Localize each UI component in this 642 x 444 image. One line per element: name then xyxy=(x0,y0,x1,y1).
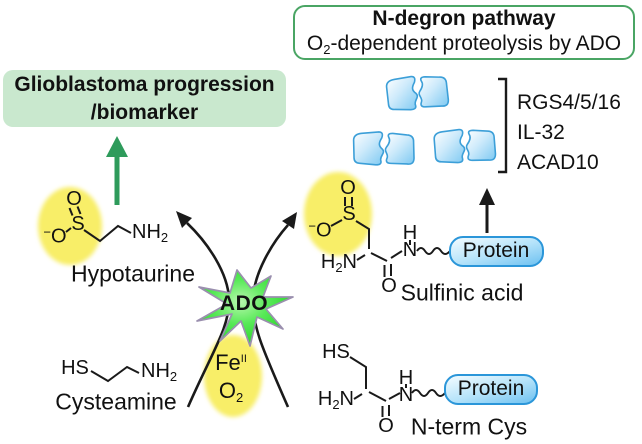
sulfinic-highlight xyxy=(304,172,372,256)
hypotaurine-nh2-group: NH2 xyxy=(132,221,169,245)
wavy-bond-sulfinic xyxy=(416,247,451,255)
hypotaurine-o-atom: O xyxy=(66,188,82,210)
progression-arrow xyxy=(106,136,128,205)
ndegron-subtitle-rest: -dependent proteolysis by ADO xyxy=(330,31,622,55)
target-protein-il32: IL-32 xyxy=(517,121,565,144)
nterm-carbonyl-o-atom: O xyxy=(378,415,394,437)
oxygen-label: O2 xyxy=(218,378,244,405)
protein-fragment-1 xyxy=(385,73,450,112)
iron-label: FeII xyxy=(215,350,247,375)
protein-label-nterm: Protein xyxy=(457,377,525,400)
cysteamine-hs-group: HS xyxy=(61,357,89,379)
target-bracket xyxy=(498,77,508,174)
reaction-arrowhead-left xyxy=(176,211,192,228)
hypotaurine-label: Hypotaurine xyxy=(70,260,196,287)
sulfinic-o-minus-atom: −O xyxy=(308,218,332,242)
enzyme-ado-label: ADO xyxy=(219,292,269,315)
hypotaurine-bonds xyxy=(65,206,132,243)
nterm-amide-h-atom: H xyxy=(398,367,414,389)
ndegron-subtitle-o: O xyxy=(306,31,324,55)
hypotaurine-highlight xyxy=(38,187,102,265)
sulfinic-bonds xyxy=(330,197,451,277)
ndegron-subtitle-sub: 2 xyxy=(323,41,331,57)
sulfinic-amide-n-atom: N xyxy=(402,239,418,261)
ndegron-title: N-degron pathway xyxy=(372,7,556,31)
glioblastoma-line2: /biomarker xyxy=(90,100,199,124)
reaction-arrowhead-right xyxy=(282,212,297,229)
cysteamine-label: Cysteamine xyxy=(55,388,177,415)
proteolysis-arrow xyxy=(479,188,495,233)
nterm-cys-label: N-term Cys xyxy=(410,413,528,440)
sulfinic-o-atom: O xyxy=(340,177,356,199)
protein-fragment-3 xyxy=(433,128,497,164)
enzyme-star xyxy=(196,269,294,347)
sulfinic-h2n-group: H2N xyxy=(320,251,357,275)
protein-label-sulfinic: Protein xyxy=(462,239,530,262)
protein-box-sulfinic xyxy=(449,236,544,267)
target-protein-list: RGS4/5/16 IL-32 ACAD10 xyxy=(517,88,621,178)
sulfinic-s-atom: S xyxy=(342,203,356,225)
target-protein-acad10: ACAD10 xyxy=(517,151,599,174)
degraded-protein-fragments xyxy=(351,73,497,167)
hypotaurine-o-minus-atom: −O xyxy=(43,224,67,248)
protein-fragment-2 xyxy=(351,130,416,167)
target-protein-rgs: RGS4/5/16 xyxy=(517,91,621,114)
cysteamine-nh2-group: NH2 xyxy=(141,360,178,384)
wavy-bond-nterm xyxy=(411,389,446,397)
hypotaurine-s-atom: S xyxy=(71,213,85,235)
nterm-hs-group: HS xyxy=(322,341,350,363)
ndegron-pathway-box: N-degron pathway O2-dependent proteolysi… xyxy=(293,5,635,60)
glioblastoma-line1: Glioblastoma progression xyxy=(14,73,275,97)
nterm-h2n-group: H2N xyxy=(317,388,354,412)
nterm-bonds xyxy=(349,356,446,417)
protein-box-nterm xyxy=(444,374,538,405)
sulfinic-acid-label: Sulfinic acid xyxy=(400,279,524,306)
nterm-amide-n-atom: N xyxy=(398,384,414,406)
cofactor-highlight xyxy=(204,335,262,417)
ndegron-subtitle: O2-dependent proteolysis by ADO xyxy=(307,32,621,58)
sulfinic-carbonyl-o-atom: O xyxy=(381,275,397,297)
cysteamine-bonds xyxy=(90,365,140,383)
sulfinic-amide-h-atom: H xyxy=(402,222,418,244)
glioblastoma-box: Glioblastoma progression /biomarker xyxy=(3,70,286,127)
